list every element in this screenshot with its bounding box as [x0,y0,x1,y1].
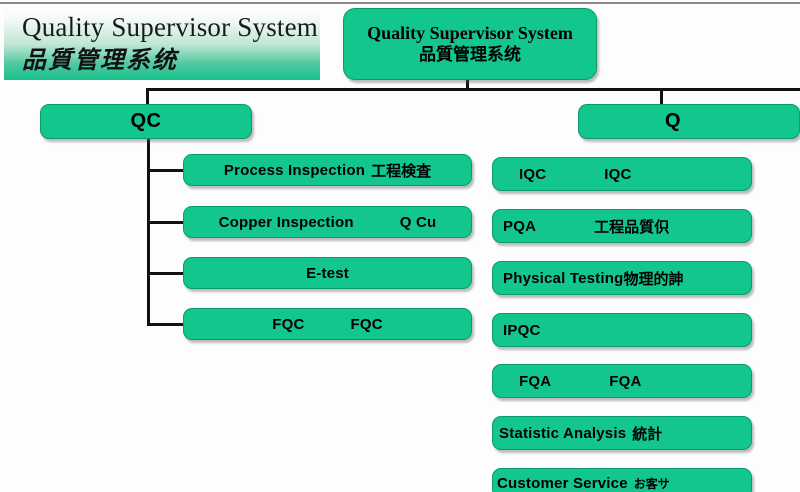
node-copper-inspection-label-jp: Q Cu [399,213,437,231]
banner-title-en: Quality Supervisor System [22,12,318,42]
node-qc-right-label: Q [664,110,681,132]
node-e-test-label-en: E-test [306,264,349,282]
node-ipqc-label-en: IPQC [503,321,541,339]
node-qc-left-label: QC [130,110,162,132]
connector-left-rung-4 [147,323,185,326]
node-fqc-label-en: FQC [272,315,305,333]
node-iqc[interactable]: IQC IQC [492,157,752,191]
node-process-inspection-label-en: Process Inspection [223,161,366,179]
node-ipqc[interactable]: IPQC [492,313,752,347]
top-divider-rule [0,2,800,4]
node-pqa-label-en: PQA [503,217,537,235]
connector-left-trunk [147,135,150,325]
node-qc-right[interactable]: Q [578,104,800,139]
connector-right-qc-drop [660,88,663,106]
node-statistic-analysis[interactable]: Statistic Analysis 統計 [492,416,752,450]
node-customer-service-label-en: Customer Service [497,474,628,492]
node-physical-testing-label-en: Physical Testing [503,269,624,287]
node-process-inspection[interactable]: Process Inspection 工程検査 [183,154,472,186]
connector-left-rung-3 [147,272,185,275]
node-process-inspection-label-jp: 工程検査 [371,161,432,180]
node-e-test[interactable]: E-test [183,257,472,289]
node-physical-testing-label-jp: 物理的訷 [623,269,684,288]
header-banner: Quality Supervisor System 品質管理系统 [4,6,320,80]
node-fqc-label-jp: FQC [350,315,383,333]
node-fqc[interactable]: FQC FQC [183,308,472,340]
node-iqc-label-en: IQC [519,165,547,183]
node-iqc-label-jp: IQC [604,165,632,183]
node-statistic-analysis-label-jp: 統計 [632,424,663,443]
node-pqa[interactable]: PQA 工程品質伿 [492,209,752,243]
connector-left-qc-drop [146,88,149,106]
node-root-quality-supervisor-system[interactable]: Quality Supervisor System 品質管理系统 [343,8,597,80]
node-root-label-en: Quality Supervisor System [367,23,573,43]
node-root-label-cn: 品質管理系统 [419,45,521,65]
node-customer-service-label-jp: お客サ [633,476,670,491]
node-statistic-analysis-label-en: Statistic Analysis [499,424,627,442]
node-copper-inspection[interactable]: Copper Inspection Q Cu [183,206,472,238]
connector-left-rung-1 [147,169,185,172]
banner-title-cn: 品質管理系统 [22,46,178,74]
connector-root-bus [146,88,800,91]
node-copper-inspection-label-en: Copper Inspection [218,213,354,231]
node-fqa-label-jp: FQA [609,372,642,390]
node-fqa-label-en: FQA [519,372,552,390]
node-physical-testing[interactable]: Physical Testing 物理的訷 [492,261,752,295]
connector-left-rung-2 [147,221,185,224]
node-fqa[interactable]: FQA FQA [492,364,752,398]
node-customer-service[interactable]: Customer Service お客サ [492,468,752,492]
connector-root-stem [466,80,469,90]
node-pqa-label-jp: 工程品質伿 [594,217,670,236]
node-qc-left[interactable]: QC [40,104,252,139]
